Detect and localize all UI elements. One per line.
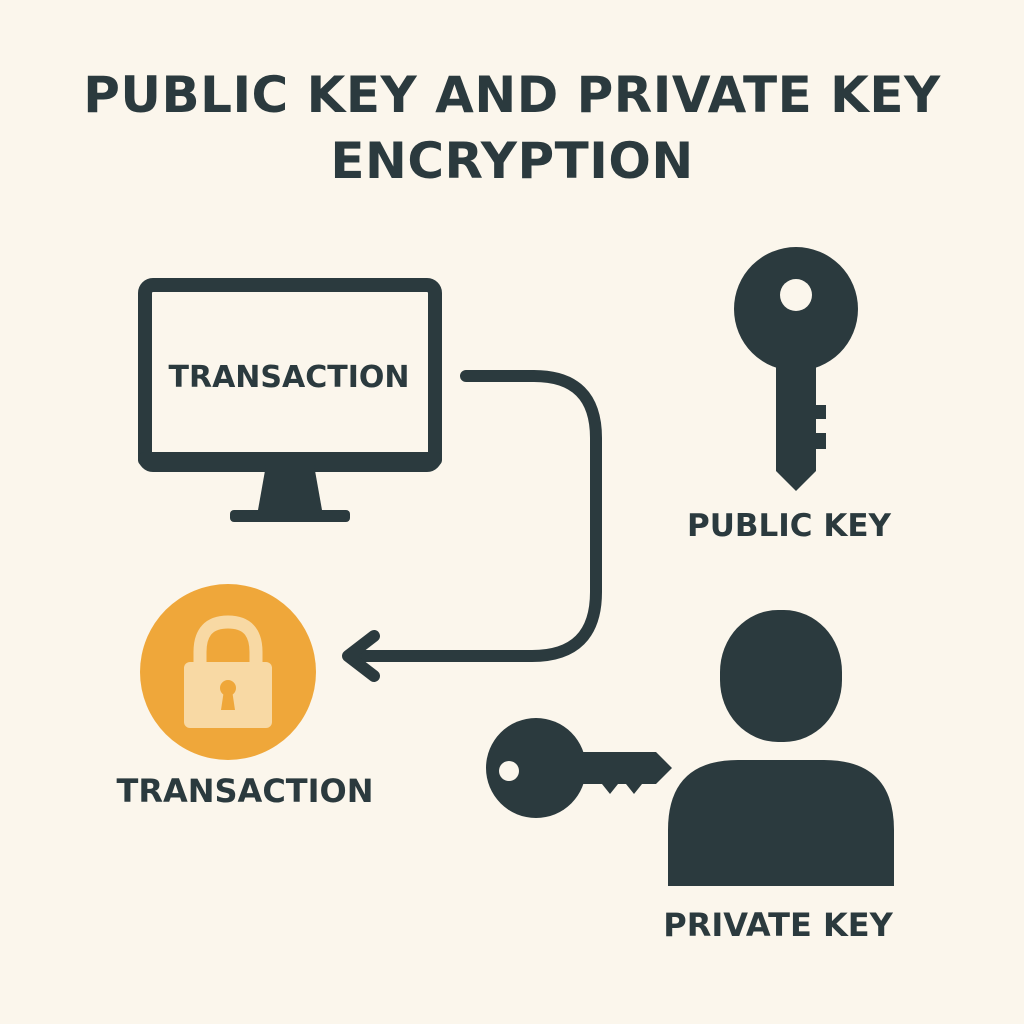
key-icon xyxy=(734,247,858,491)
person-icon xyxy=(668,610,894,886)
padlock-icon xyxy=(140,584,316,760)
diagram-title: PUBLIC KEY AND PRIVATE KEY ENCRYPTION xyxy=(83,66,941,190)
computer-label: TRANSACTION xyxy=(168,360,410,395)
flow-arrow xyxy=(342,370,602,682)
encrypted-transaction-label: TRANSACTION xyxy=(116,772,374,810)
computer-monitor-icon xyxy=(138,278,442,522)
private-key-label: PRIVATE KEY xyxy=(663,906,893,944)
private-key-icon xyxy=(486,718,672,818)
public-key-label: PUBLIC KEY xyxy=(687,508,891,544)
